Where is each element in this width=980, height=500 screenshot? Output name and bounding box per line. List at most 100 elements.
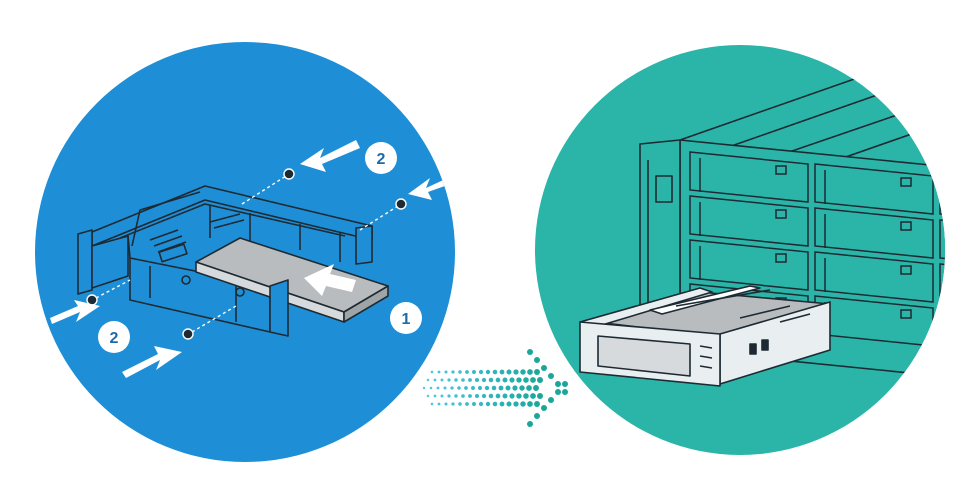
arrow-head-dot xyxy=(541,365,547,371)
drive-bay xyxy=(814,163,934,215)
arrow-insert-drive-icon xyxy=(304,264,356,296)
arrow-dot xyxy=(530,377,536,383)
arrow-dot xyxy=(433,378,437,382)
arrow-dot xyxy=(484,385,490,391)
arrow-dot xyxy=(488,393,494,399)
drive-bay-latch xyxy=(775,253,787,263)
arrow-dot xyxy=(464,386,468,390)
step-badge-2-bottom: 2 xyxy=(98,321,130,353)
arrow-dot xyxy=(477,385,483,391)
screw-top-left xyxy=(241,168,295,205)
arrow-dot xyxy=(472,370,476,374)
arrow-head-dot xyxy=(548,397,554,403)
arrow-dot xyxy=(481,393,487,399)
arrow-dot xyxy=(523,377,529,383)
drive-bay-latch xyxy=(775,165,787,175)
screw-top-right xyxy=(359,198,407,231)
arrow-dot xyxy=(506,369,512,375)
arrow-dot xyxy=(502,393,508,399)
arrow-dot xyxy=(519,385,525,391)
arrow-dot xyxy=(422,386,426,390)
arrow-dot xyxy=(534,401,540,407)
dotted-arrow-right-icon xyxy=(422,349,568,427)
arrow-dot xyxy=(530,393,536,399)
arrow-dot xyxy=(495,377,501,383)
arrow-dot xyxy=(527,369,533,375)
drive-adapter-bracket xyxy=(77,185,373,333)
arrow-dot xyxy=(465,402,469,406)
drive-bay-latch xyxy=(900,309,912,319)
arrow-dot xyxy=(520,369,526,375)
step-badge-2-top-label: 2 xyxy=(377,151,386,168)
arrow-dot xyxy=(513,369,519,375)
screw-bottom-center xyxy=(182,305,237,340)
arrow-dot xyxy=(537,377,543,383)
arrow-dot xyxy=(436,386,440,390)
arrow-dot xyxy=(478,369,484,375)
arrow-dot xyxy=(485,369,491,375)
arrow-dot xyxy=(513,401,519,407)
arrow-head-dot xyxy=(527,421,533,427)
arrow-screw-bottom-center-icon xyxy=(122,346,182,378)
arrow-head-dot xyxy=(534,413,540,419)
arrow-dot xyxy=(450,386,454,390)
screw-bottom-left xyxy=(86,279,131,306)
arrow-dot xyxy=(499,369,505,375)
drive-bay xyxy=(939,219,945,271)
arrow-dot xyxy=(454,394,458,398)
arrow-dot xyxy=(451,402,455,406)
arrow-head-dot xyxy=(541,405,547,411)
arrow-dot xyxy=(426,378,430,382)
arrow-dot xyxy=(437,402,441,406)
arrow-head-dot xyxy=(548,373,554,379)
arrow-dot xyxy=(533,385,539,391)
arrow-dot xyxy=(523,393,529,399)
arrow-head-dot xyxy=(555,389,561,395)
arrow-dot xyxy=(458,402,462,406)
arrow-dot xyxy=(502,377,508,383)
arrow-dot xyxy=(454,378,458,382)
arrow-dot xyxy=(443,386,447,390)
arrow-dot xyxy=(426,394,430,398)
arrow-dot xyxy=(472,402,476,406)
arrow-dot xyxy=(481,377,487,383)
arrow-screw-top-left-icon xyxy=(300,140,360,172)
arrow-dot xyxy=(495,393,501,399)
drive-bay xyxy=(939,175,945,227)
arrow-dot xyxy=(468,378,472,382)
drive-tray-pulled-out xyxy=(579,285,831,387)
step-badge-2-top: 2 xyxy=(365,142,397,174)
arrow-head-dot xyxy=(555,381,561,387)
arrow-dot xyxy=(444,402,448,406)
arrow-dot xyxy=(499,401,505,407)
arrow-dot xyxy=(437,370,441,374)
drive-bay-latch xyxy=(900,177,912,187)
arrow-head-dot xyxy=(527,349,533,355)
drive-bay xyxy=(939,263,945,315)
arrow-dot xyxy=(485,401,491,407)
arrow-dot xyxy=(506,401,512,407)
arrow-screw-bottom-left-icon xyxy=(50,300,100,324)
drive-bay xyxy=(689,151,809,203)
arrow-dot xyxy=(461,394,465,398)
drive-bay-latch xyxy=(900,265,912,275)
arrow-dot xyxy=(447,378,451,382)
arrow-dot xyxy=(433,394,437,398)
arrow-dot xyxy=(512,385,518,391)
arrow-head-dot xyxy=(534,357,540,363)
drive-bay xyxy=(814,207,934,259)
arrow-dot xyxy=(488,377,494,383)
arrow-dot xyxy=(492,401,498,407)
arrow-dot xyxy=(491,385,497,391)
arrow-dot xyxy=(526,385,532,391)
arrow-dot xyxy=(468,394,472,398)
arrow-dot xyxy=(498,385,504,391)
right-panel xyxy=(535,45,945,455)
arrow-dot xyxy=(492,369,498,375)
drive-bay xyxy=(814,251,934,303)
arrow-dot xyxy=(509,377,515,383)
arrow-dot xyxy=(430,370,434,374)
arrow-dot xyxy=(509,393,515,399)
